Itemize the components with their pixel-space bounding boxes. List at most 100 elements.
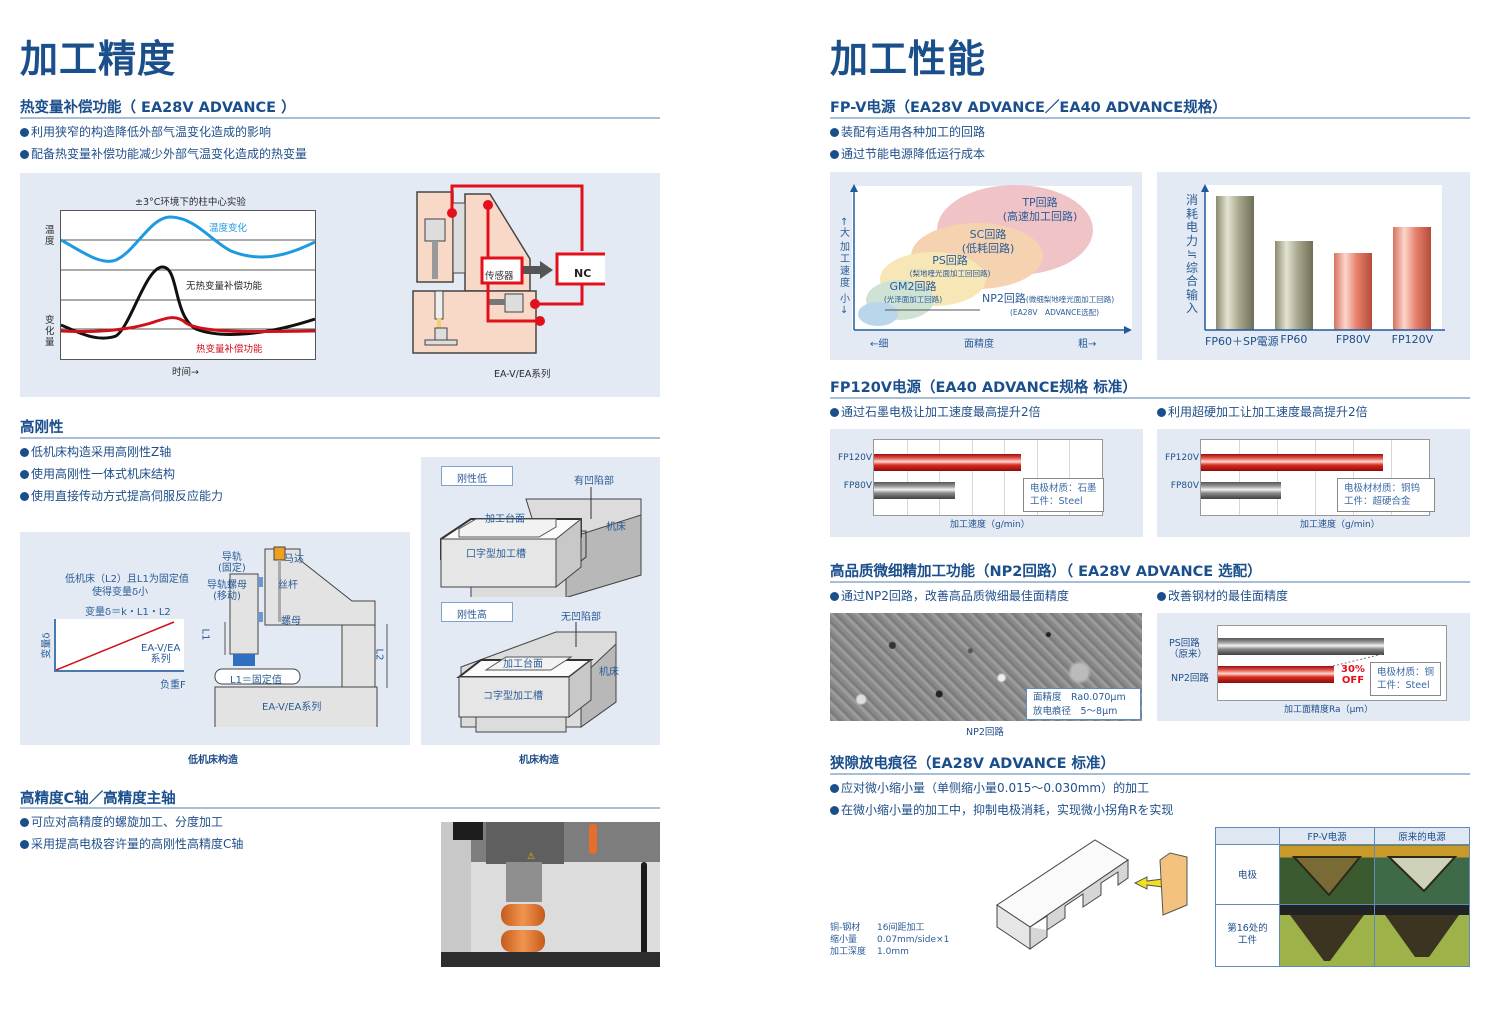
bed-structure-caption: 机床构造 xyxy=(519,755,559,766)
photo-original-electrode xyxy=(1374,844,1470,905)
machine-label: 机床 xyxy=(606,522,626,533)
section-title-gap: 狭隙放电痕径（EA28V ADVANCE 标准） xyxy=(830,756,1116,772)
legend-temperature: 温度变化 xyxy=(209,223,248,234)
comparison-table-wrap: FP-V电源 原来的电源 电极 第16处的工件 xyxy=(1215,827,1470,968)
bullet-dot-icon xyxy=(20,448,29,457)
gridline xyxy=(1315,440,1316,515)
signal-wire xyxy=(535,281,584,306)
work-table xyxy=(458,518,557,538)
table-label: 加工台面 xyxy=(503,659,543,670)
carbide-note: 电极材材质：铜钨工件：超硬合金 xyxy=(1337,478,1435,512)
low-recess-label: 有凹陷部 xyxy=(574,476,614,487)
bar-label-ps: PS回路（原来） xyxy=(1169,638,1208,660)
page-title-right: 加工性能 xyxy=(830,37,987,81)
section-title-np2: 高品质微细精加工功能（NP2回路）（ EA28V ADVANCE 选配） xyxy=(830,564,1262,580)
power-category-label: FP60 xyxy=(1280,333,1308,346)
gridline xyxy=(1004,440,1006,515)
y-axis-arrow-icon xyxy=(1201,184,1209,192)
sensor-point xyxy=(530,299,540,309)
gridline xyxy=(1277,440,1278,515)
section-divider xyxy=(20,117,660,119)
roughness-note: 电极材质：铜工件：Steel xyxy=(1370,662,1442,696)
y-label-variation: 变化量 xyxy=(45,315,55,348)
bullet-item: 改善钢材的最佳面精度 xyxy=(1157,585,1288,607)
table xyxy=(424,339,458,346)
section-divider xyxy=(830,117,1470,119)
screw-label: 丝杆 xyxy=(278,580,298,591)
y-axis-small: 小↓ xyxy=(840,294,850,316)
high-rigidity-tag xyxy=(441,602,513,622)
electrode-tip xyxy=(1291,856,1363,898)
legend-no-compensation: 无热变量补偿功能 xyxy=(186,281,263,292)
power-bar xyxy=(1215,195,1254,330)
circuit-map-svg xyxy=(850,184,1132,334)
bullet-item: 配备热变量补偿功能减少外部气温变化造成的热变量 xyxy=(20,143,307,165)
comparison-table: FP-V电源 原来的电源 电极 第16处的工件 xyxy=(1215,827,1470,968)
power-bar xyxy=(1274,241,1313,330)
photo-electrode-upper xyxy=(501,904,545,926)
low-bed-diagram xyxy=(214,546,388,727)
bullet-item: 通过石墨电极让加工速度最高提升2倍 xyxy=(830,401,1041,423)
bubble-label-gm2: GM2回路(光泽面加工回路) xyxy=(883,280,943,305)
y-axis-big: ↑大 xyxy=(840,217,850,239)
column-lower xyxy=(341,624,376,688)
x-axis-arrow-icon xyxy=(1124,326,1132,334)
bullet-dot-icon xyxy=(20,470,29,479)
rail-fixed-label: 导轨(固定) xyxy=(218,552,246,574)
power-axes-svg xyxy=(1201,184,1445,331)
carbide-x-label: 加工速度（g/min） xyxy=(1300,520,1380,530)
section-divider xyxy=(20,437,660,439)
gridline xyxy=(971,440,973,515)
photo-spindle xyxy=(506,862,542,902)
bullet-dot-icon xyxy=(830,408,839,417)
gridline xyxy=(1391,440,1392,515)
power-category-label: FP60＋SP電源 xyxy=(1205,335,1279,348)
reduction-badge: 30%OFF xyxy=(1341,664,1365,686)
section-title-fpv: FP-V电源（EA28V ADVANCE／EA40 ADVANCE规格） xyxy=(830,100,1227,116)
photo-valve xyxy=(589,824,597,854)
y-label-temperature: 温度 xyxy=(45,225,55,247)
thermal-chart-svg xyxy=(61,215,315,340)
work-table xyxy=(484,656,573,671)
bubble-label-sc: SC回路(低耗回路) xyxy=(961,228,1015,255)
graph-xlabel: 负重F xyxy=(160,680,186,691)
groove-rounded xyxy=(1385,915,1459,958)
bullet-dot-icon xyxy=(830,784,839,793)
bullet-dot-icon xyxy=(20,128,29,137)
stepped-workpiece-diagram xyxy=(996,839,1188,950)
rail-nut xyxy=(258,612,263,622)
x-axis-fine: ←细 xyxy=(870,339,889,350)
tank-high-label: コ字型加工槽 xyxy=(483,691,543,702)
gridline xyxy=(1239,440,1240,515)
screw xyxy=(432,241,438,279)
section-divider xyxy=(20,807,660,809)
tank-low-label: 口字型加工槽 xyxy=(466,549,526,560)
roughness-plot xyxy=(1217,625,1447,701)
bullet-dot-icon xyxy=(1157,592,1166,601)
section-title-rigidity: 高刚性 xyxy=(20,420,64,436)
spindle xyxy=(434,290,444,320)
signal-wire xyxy=(450,184,584,251)
y-axis-label: 加工速度 xyxy=(840,242,850,289)
x-label-time: 时间→ xyxy=(172,367,199,378)
original-electrode-svg xyxy=(1386,856,1458,893)
x-axis-motor xyxy=(504,293,524,313)
photo-floor xyxy=(441,952,660,967)
machine-side xyxy=(580,642,617,728)
bullet-dot-icon xyxy=(20,150,29,159)
high-recess-label: 无凹陷部 xyxy=(561,612,601,623)
spindle-head xyxy=(233,654,255,666)
gridline xyxy=(906,440,908,515)
machine-label: 机床 xyxy=(599,667,619,678)
original-workpiece-svg xyxy=(1375,905,1469,958)
bullet-dot-icon xyxy=(830,806,839,815)
nc-label: NC xyxy=(574,267,592,280)
signal-wire xyxy=(486,205,540,323)
warning-icon: ⚠ xyxy=(527,852,536,862)
nut-label: 螺母 xyxy=(281,616,301,627)
